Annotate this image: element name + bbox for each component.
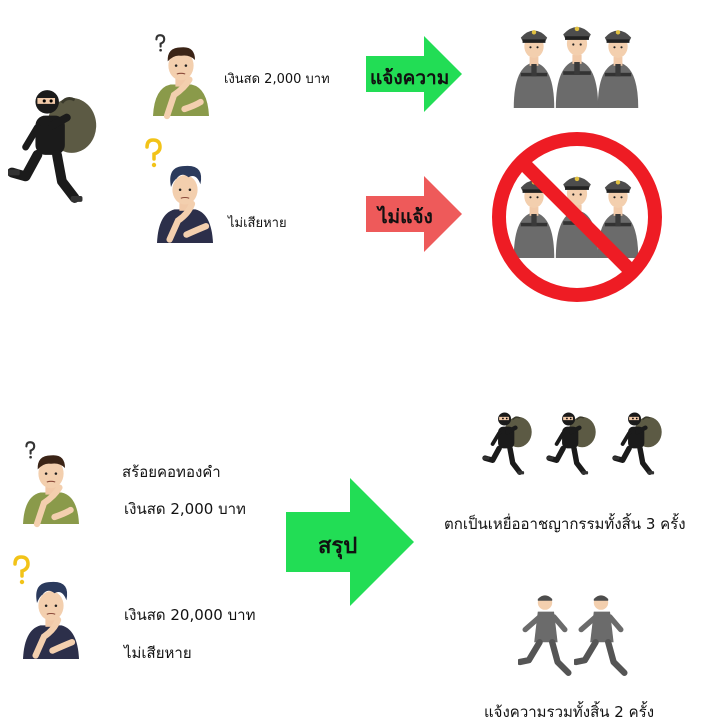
prohibition-icon [492, 132, 662, 302]
victim1-gold-necklace-label: สร้อยคอทองคำ [122, 463, 221, 481]
thinking-man-icon [150, 142, 220, 260]
victim1-cash-label: เงินสด 2,000 บาท [124, 500, 246, 518]
thief-icon [8, 78, 106, 216]
summary-arrow [286, 478, 414, 606]
victim2-cash-label: เงินสด 20,000 บาท [124, 606, 256, 624]
thief-icon [546, 406, 602, 482]
report-arrow-label: แจ้งความ [370, 67, 450, 89]
thinking-man-icon [16, 438, 86, 533]
no-report-arrow-label: ไม่แจ้ง [378, 206, 433, 228]
no-report-arrow [366, 176, 462, 252]
summary-arrow-label: สรุป [318, 534, 358, 559]
thief-icon [482, 406, 538, 482]
victim2-no-damage-label: ไม่เสียหาย [228, 216, 287, 231]
running-police-icon [574, 590, 628, 680]
report-arrow [366, 36, 462, 112]
police-group-icon [513, 26, 639, 108]
crime-count-label: ตกเป็นเหยื่ออาชญากรรมทั้งสิ้น 3 ครั้ง [444, 515, 686, 533]
victim2-no-damage-label: ไม่เสียหาย [124, 644, 192, 662]
thinking-man-icon [146, 30, 216, 125]
thief-icon [612, 406, 668, 482]
report-count-label: แจ้งความรวมทั้งสิ้น 2 ครั้ง [484, 703, 655, 721]
running-police-icon [518, 590, 572, 680]
thinking-man-icon [16, 558, 86, 676]
victim1-cash-label: เงินสด 2,000 บาท [224, 72, 330, 87]
